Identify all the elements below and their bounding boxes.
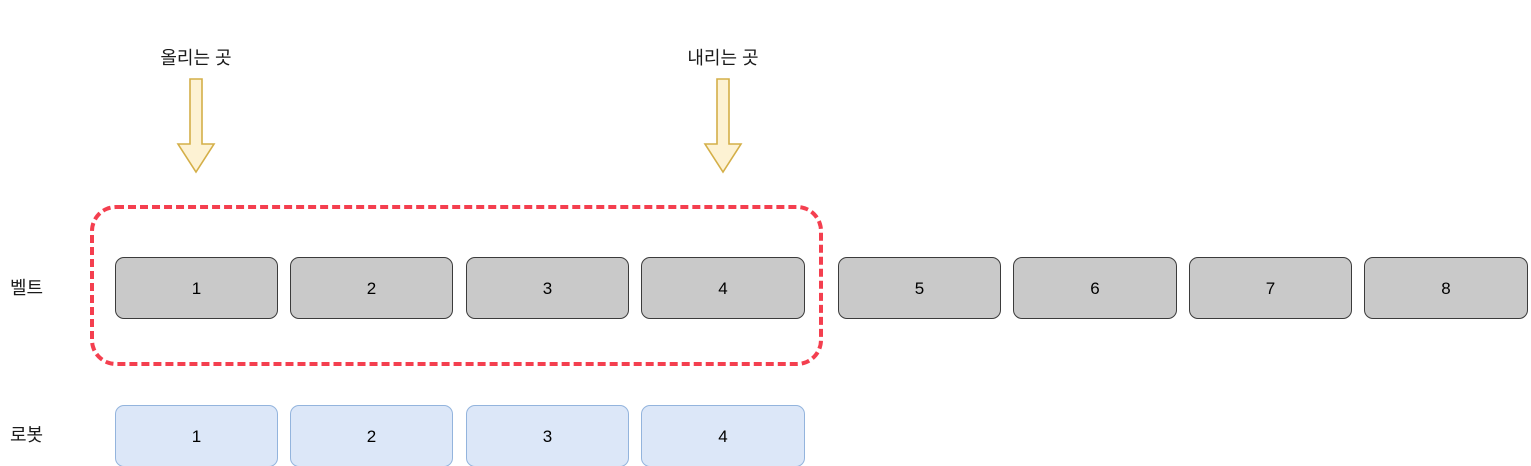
belt-cell[interactable]: 1 xyxy=(115,257,278,319)
arrow-down-icon xyxy=(703,78,743,179)
belt-cell[interactable]: 3 xyxy=(466,257,629,319)
row-label-robot: 로봇 xyxy=(10,425,44,445)
robot-cell[interactable]: 3 xyxy=(466,405,629,466)
belt-cell[interactable]: 4 xyxy=(641,257,805,319)
belt-cell[interactable]: 2 xyxy=(290,257,453,319)
load-point-label: 올리는 곳 xyxy=(160,48,232,68)
arrow-down-icon xyxy=(176,78,216,179)
unload-point-label: 내리는 곳 xyxy=(687,48,759,68)
robot-cell[interactable]: 2 xyxy=(290,405,453,466)
belt-cell[interactable]: 6 xyxy=(1013,257,1177,319)
belt-cell[interactable]: 8 xyxy=(1364,257,1528,319)
row-label-belt: 벨트 xyxy=(10,278,44,298)
robot-cell[interactable]: 4 xyxy=(641,405,805,466)
belt-cell[interactable]: 5 xyxy=(838,257,1001,319)
belt-cell[interactable]: 7 xyxy=(1189,257,1352,319)
belt-window-highlight xyxy=(90,205,823,366)
robot-cell[interactable]: 1 xyxy=(115,405,278,466)
